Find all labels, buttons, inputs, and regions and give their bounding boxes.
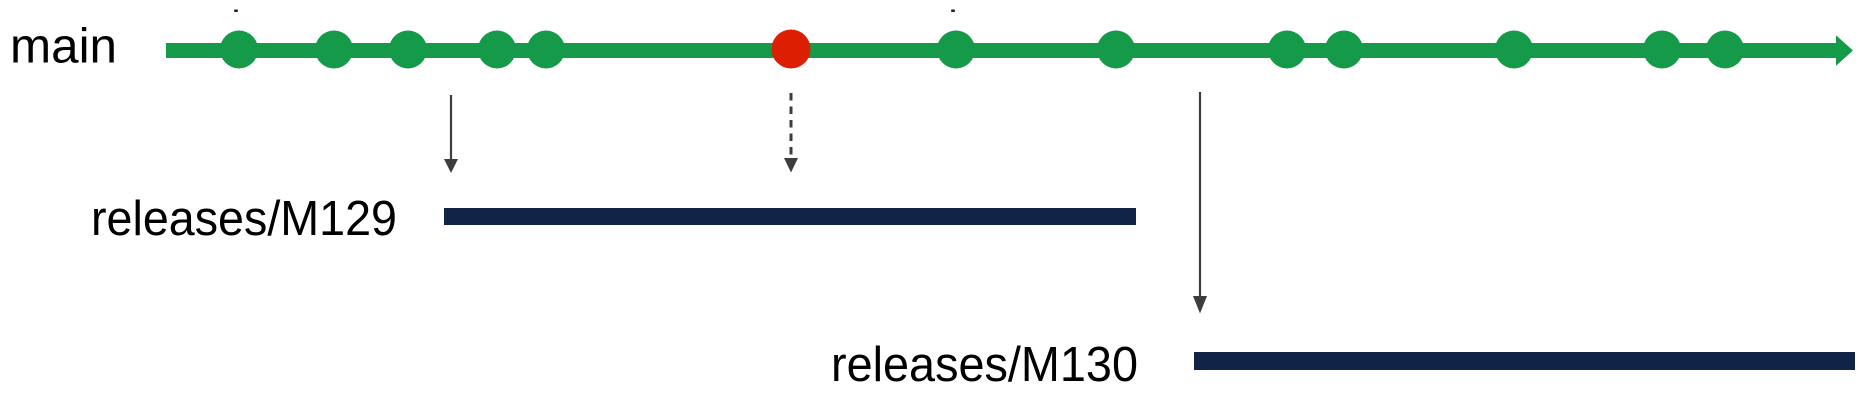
svg-text:releases/M129: releases/M129 [91, 192, 397, 246]
svg-text:main: main [10, 20, 117, 74]
svg-text:releases/M130: releases/M130 [831, 338, 1138, 392]
